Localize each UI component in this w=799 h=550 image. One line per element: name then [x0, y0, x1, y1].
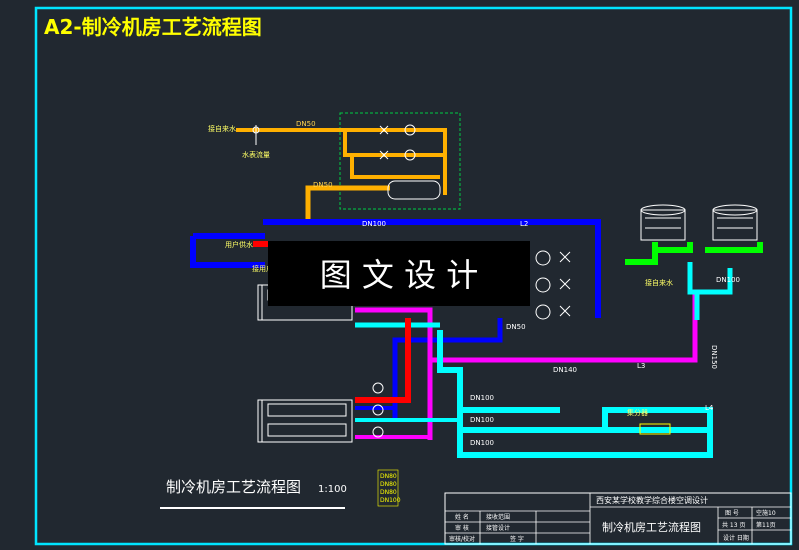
supply-pipe-left — [190, 236, 265, 268]
label-l2: L2 — [520, 220, 528, 228]
title-block-cell: 设计 日期 — [723, 534, 749, 542]
chiller-valves — [372, 382, 384, 438]
cooling-tower-1 — [640, 204, 686, 241]
label-user-return: 接用户 — [252, 264, 273, 273]
tower-basin-pipe — [625, 242, 763, 265]
label-dn140: DN140 — [553, 366, 577, 374]
chilled-pumps — [535, 250, 571, 320]
title-block-project: 西安某学校教学综合楼空调设计 — [596, 495, 708, 505]
label-dn150: DN150 — [710, 345, 718, 369]
label-dn100-r3: DN100 — [470, 439, 494, 447]
label-tap-water: 接自来水 — [208, 124, 236, 133]
hot-water-line — [355, 318, 411, 403]
supply-branch — [392, 318, 503, 420]
title-block-cell: 姓 名 — [455, 513, 469, 521]
makeup-pipe-b — [345, 128, 447, 195]
title-block-drawing-name: 制冷机房工艺流程图 — [602, 520, 701, 534]
label-dn100-r2: DN100 — [470, 416, 494, 424]
label-water-meter: 水表流量 — [242, 150, 270, 159]
title-block-cell: 审核/校对 — [449, 535, 475, 543]
drawing-scale: 1:100 — [318, 484, 347, 495]
label-collector: 集分器 — [627, 408, 648, 417]
title-block-cell: 共 13 页 — [722, 521, 745, 529]
label-dn50-a: DN50 — [296, 120, 316, 128]
title-block-cell: 签 字 — [510, 535, 524, 543]
drawing-heading: A2-制冷机房工艺流程图 — [44, 15, 262, 39]
makeup-pumps — [379, 124, 416, 161]
label-dn100-top: DN100 — [362, 220, 386, 228]
tower-manifold — [687, 262, 733, 295]
label-l3: L3 — [637, 362, 645, 370]
title-block-cell: 图 号 — [725, 510, 739, 517]
title-block-cell: 第11页 — [756, 521, 776, 529]
water-meter-icon — [252, 126, 260, 134]
cooling-loop — [437, 330, 713, 458]
cooling-towers: 接自来水 — [625, 204, 763, 287]
collector-box — [639, 423, 671, 435]
makeup-water-system: 接自来水 水表流量 DN50 DN50 — [208, 112, 461, 222]
title-block-cell: 审 核 — [455, 524, 469, 532]
dn-stack-item: DN100 — [380, 497, 401, 504]
label-dn50-b: DN50 — [313, 181, 333, 189]
makeup-tank — [387, 180, 441, 200]
title-block: 西安某学校教学综合楼空调设计 制冷机房工艺流程图 姓 名 接收范围 图 号 空施… — [444, 492, 792, 545]
dn-stack-box — [377, 469, 399, 507]
supply-header-top — [263, 219, 601, 318]
label-l4: L4 — [705, 404, 714, 412]
title-block-cell: 接管设计 — [486, 524, 510, 532]
label-dn100-r1: DN100 — [470, 394, 494, 402]
title-block-frame — [444, 492, 792, 545]
label-dn50-c: DN50 — [506, 323, 526, 331]
label-dn100-right: DN100 — [716, 276, 740, 284]
makeup-pipe-a — [236, 128, 445, 157]
dn-stack-item: DN80 — [380, 473, 397, 480]
makeup-equipment-box — [339, 112, 461, 210]
dn-stack-item: DN80 — [380, 481, 397, 488]
dn-stack-item: DN80 — [380, 489, 397, 496]
makeup-pipe-c — [350, 155, 440, 179]
label-tap-water-right: 接自来水 — [645, 278, 673, 287]
drawing-frame — [34, 6, 793, 546]
drawing-title: 制冷机房工艺流程图 — [166, 478, 301, 496]
label-user-supply: 用户供水 — [225, 240, 253, 249]
cooling-water-system: DN100 DN100 DN100 集分器 L4 DN100 DN150 — [355, 262, 740, 458]
cooling-tower-2 — [712, 204, 758, 241]
dn-stack: DN80 DN80 DN80 DN100 — [377, 469, 401, 507]
watermark-box — [268, 241, 530, 306]
makeup-pipe-d — [305, 185, 390, 222]
chilled-supply-system: 用户供水 接用户 DN100 L2 DN50 — [190, 219, 601, 420]
title-block-cell: 空施10 — [756, 509, 776, 517]
chiller-lower — [257, 399, 353, 443]
title-block-cell: 接收范围 — [486, 513, 510, 521]
watermark-text: 图 文 设 计 — [320, 256, 479, 294]
